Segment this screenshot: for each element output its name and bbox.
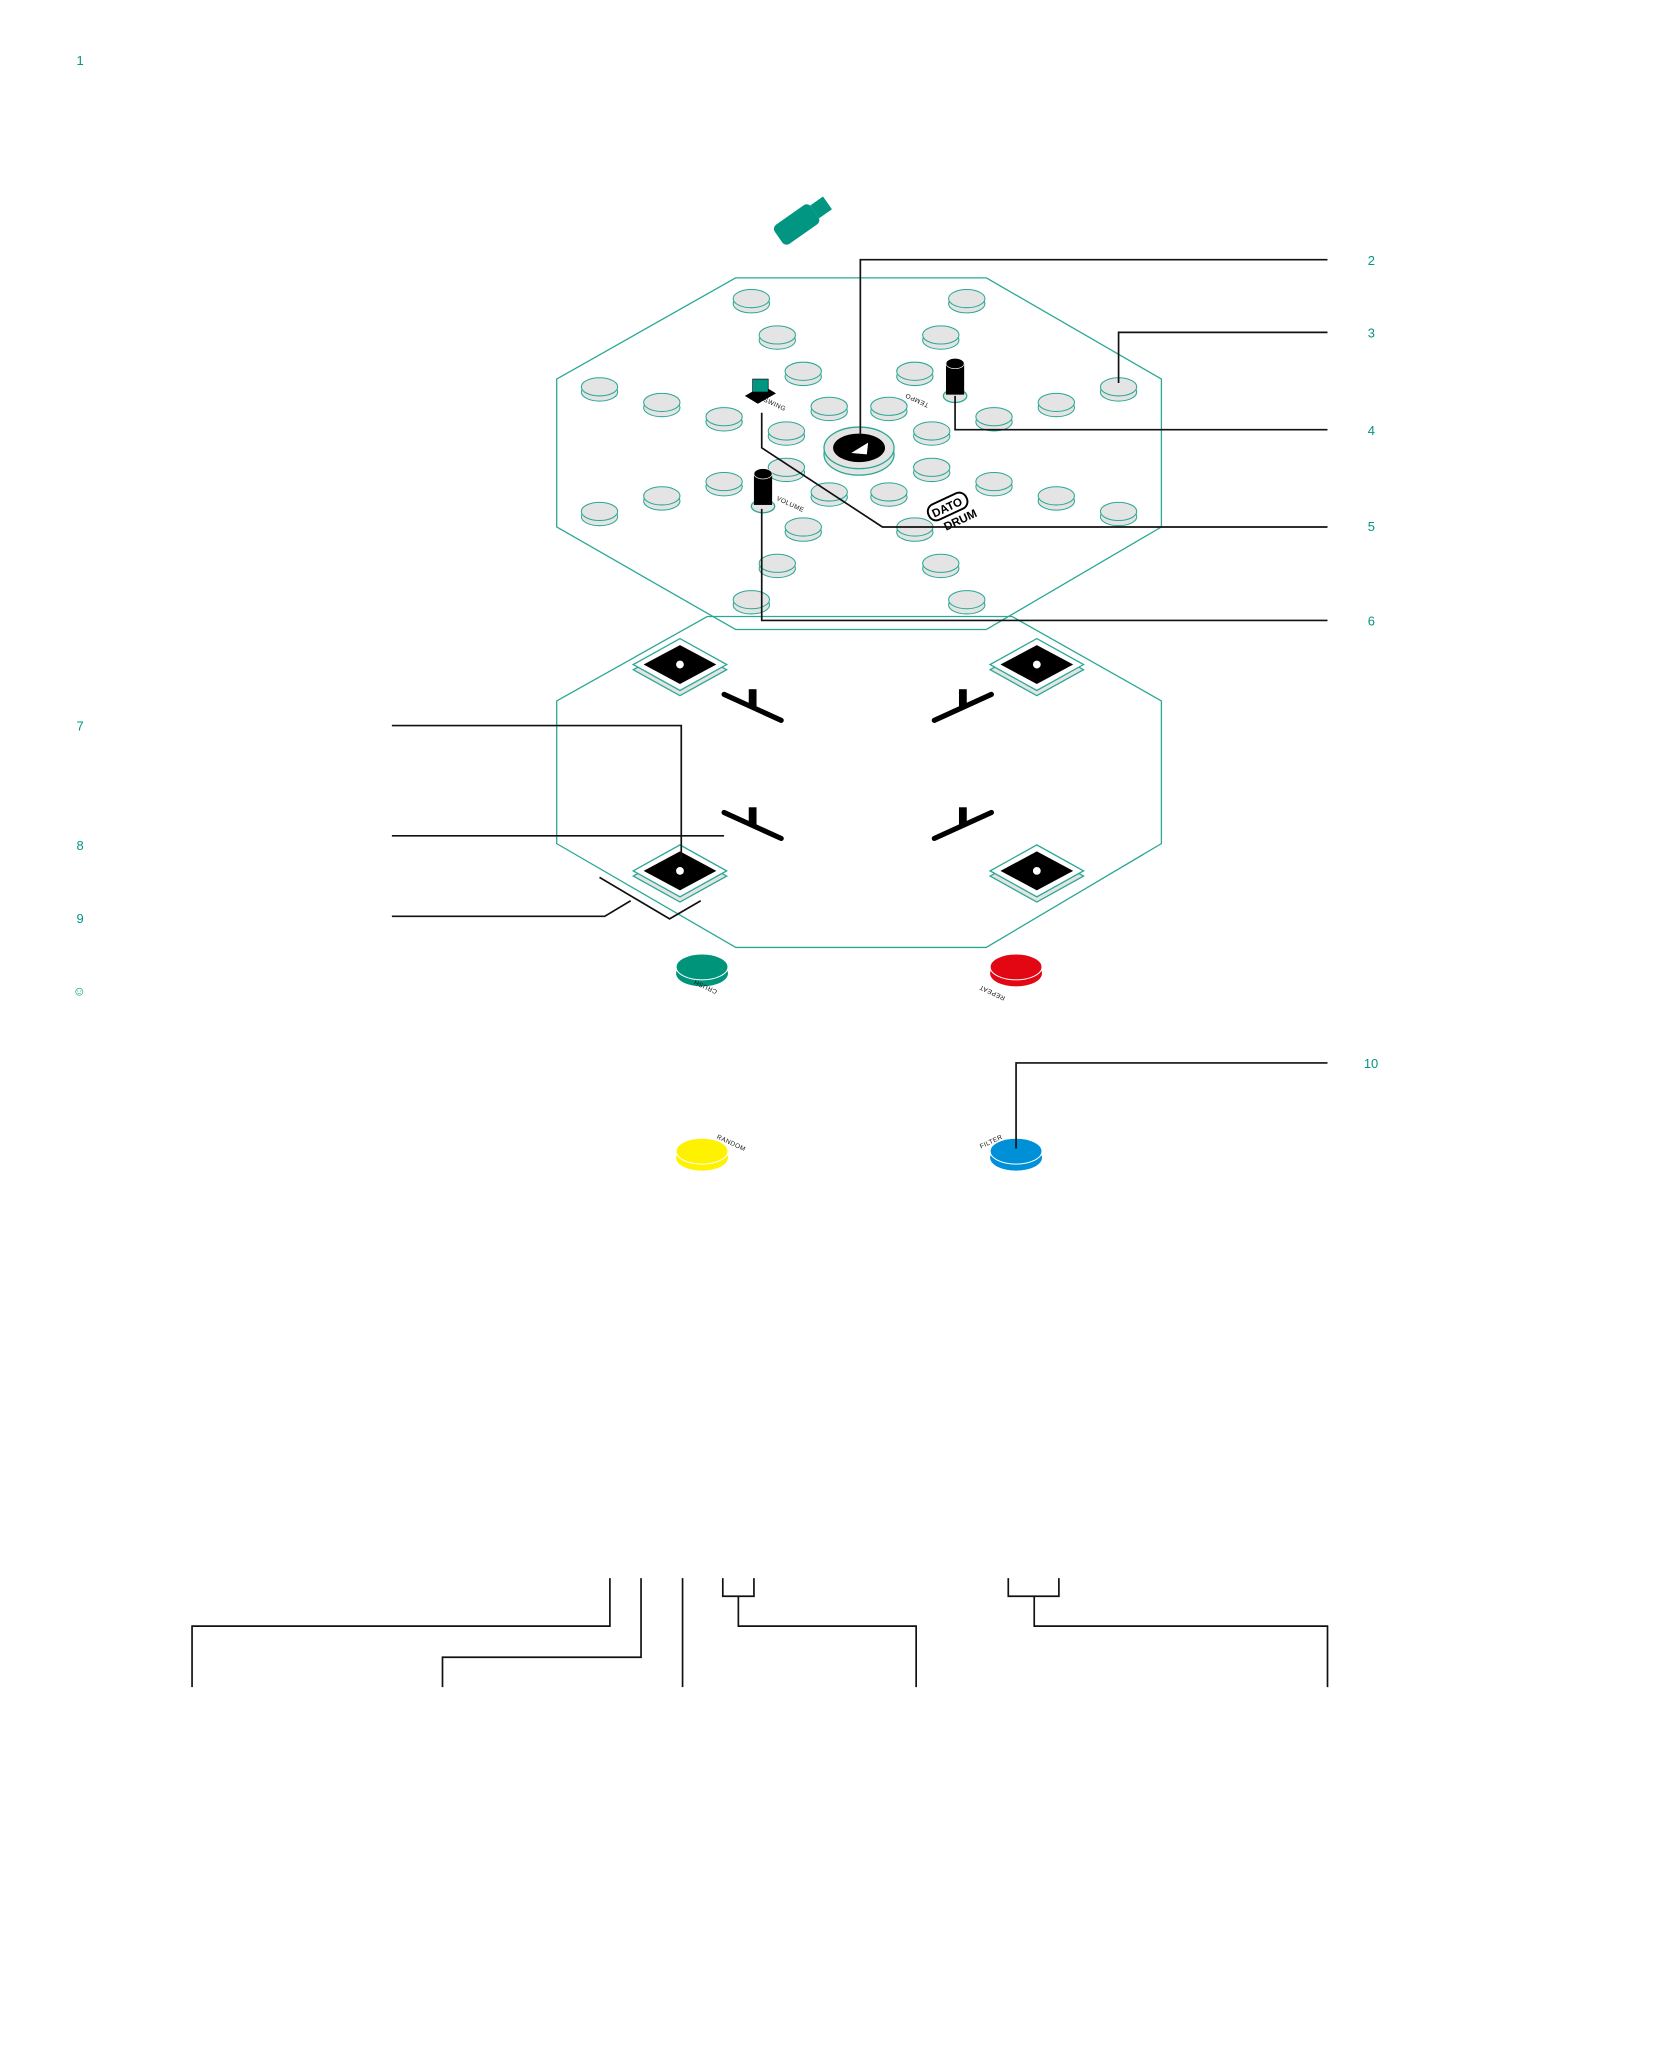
swing-label: SWING — [762, 397, 787, 413]
random-button[interactable] — [675, 1137, 729, 1171]
drum-pad[interactable] — [767, 421, 806, 446]
drum-pad[interactable] — [758, 325, 796, 350]
drum-pad[interactable] — [870, 396, 908, 422]
tempo-label: TEMPO — [904, 391, 930, 408]
callout-1: 1 — [77, 53, 84, 68]
drum-pad[interactable] — [580, 377, 619, 402]
callout-7: 7 — [77, 719, 84, 734]
volume-knob[interactable] — [750, 468, 776, 514]
callout-10: 10 — [1364, 1056, 1378, 1071]
callout-9: 9 — [77, 911, 84, 926]
tile-holder — [931, 689, 995, 723]
drum-pad[interactable] — [922, 325, 960, 350]
tile-holder — [721, 689, 784, 723]
drum-pad[interactable] — [580, 501, 619, 527]
drum-pad[interactable] — [810, 396, 848, 422]
repeat-label: REPEAT — [978, 983, 1006, 1001]
drum-pad[interactable] — [913, 421, 951, 446]
drum-pad[interactable] — [705, 407, 743, 432]
drum-pad[interactable] — [975, 471, 1013, 497]
dato-drum-logo: DATO DRUM — [926, 491, 979, 534]
sequencer-tile[interactable] — [988, 844, 1085, 903]
filter-button[interactable] — [989, 1137, 1043, 1171]
sequencer-tile[interactable] — [988, 637, 1085, 697]
repeat-button[interactable] — [989, 953, 1043, 987]
sequencer-tile[interactable] — [631, 637, 729, 697]
drum-pad[interactable] — [643, 486, 681, 511]
usb-stick-icon — [773, 196, 832, 245]
base-panel-outline — [556, 615, 1163, 949]
tempo-knob[interactable] — [942, 357, 968, 404]
swing-switch[interactable] — [744, 378, 776, 404]
drum-pad[interactable] — [732, 289, 771, 314]
drum-pad[interactable] — [767, 457, 806, 483]
drum-pad[interactable] — [1037, 486, 1075, 511]
callout-8: 8 — [77, 838, 84, 853]
tile-holder — [931, 807, 995, 842]
drum-pad[interactable] — [1037, 392, 1075, 418]
drum-pad[interactable] — [810, 482, 848, 507]
drum-pad[interactable] — [948, 289, 986, 314]
sequencer-stations — [631, 637, 1085, 903]
drum-pads — [580, 289, 1138, 615]
drum-pad[interactable] — [948, 590, 986, 615]
callout-5: 5 — [1368, 519, 1375, 534]
drum-pad[interactable] — [1099, 501, 1138, 527]
tile-holder — [721, 807, 784, 842]
play-icon — [851, 442, 869, 455]
sequencer-tile[interactable] — [631, 844, 729, 903]
play-button[interactable] — [823, 426, 895, 476]
leader-lines — [191, 258, 1329, 1688]
callout-2: 2 — [1368, 253, 1375, 268]
drum-pad[interactable] — [975, 407, 1013, 432]
callout-4: 4 — [1368, 423, 1375, 438]
drum-pad[interactable] — [870, 482, 908, 507]
drum-pad[interactable] — [1099, 377, 1138, 402]
drum-pad[interactable] — [643, 392, 681, 418]
callout-6: 6 — [1368, 614, 1375, 629]
volume-label: VOLUME — [775, 495, 805, 514]
drum-pad[interactable] — [758, 553, 796, 579]
drum-pad[interactable] — [922, 553, 960, 579]
pad-panel-outline — [556, 277, 1163, 631]
drum-pad[interactable] — [732, 590, 771, 615]
crush-button[interactable] — [675, 953, 729, 987]
drum-pad[interactable] — [705, 471, 743, 497]
drum-pad[interactable] — [913, 457, 951, 483]
callout-3: 3 — [1368, 326, 1375, 341]
drum-pad[interactable] — [784, 517, 822, 542]
drum-pad[interactable] — [896, 361, 934, 387]
drum-pad[interactable] — [784, 361, 822, 387]
smiley-icon: ☺ — [73, 983, 86, 998]
drum-pad[interactable] — [896, 517, 934, 542]
